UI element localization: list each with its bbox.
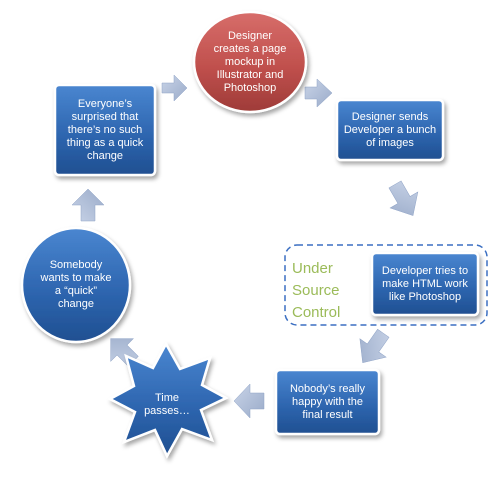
source-control-label: Under Source Control xyxy=(292,258,362,324)
group-label-line: Control xyxy=(292,304,341,321)
arrow-sends-to-developer xyxy=(388,180,419,216)
source-control-group-border xyxy=(284,244,488,326)
arrow-mockup-to-sends xyxy=(304,78,333,108)
node-nobody-happy-shape xyxy=(274,368,381,436)
node-designer-sends-shape xyxy=(335,98,445,162)
arrow-everyone-to-mockup xyxy=(161,74,188,102)
node-developer-tries-shape xyxy=(370,251,480,317)
arrow-developer-to-nobody xyxy=(359,328,390,364)
node-somebody-wants-shape xyxy=(20,226,132,344)
node-designer-mockup-shape xyxy=(192,10,308,114)
arrow-nobody-to-time xyxy=(233,383,265,419)
node-time-passes-shape xyxy=(107,341,229,459)
node-everyone-surprised-shape xyxy=(53,83,157,177)
arrow-somebody-to-everyone xyxy=(71,188,105,222)
group-label-line: Source xyxy=(292,282,340,299)
group-label-line: Under xyxy=(292,260,333,277)
